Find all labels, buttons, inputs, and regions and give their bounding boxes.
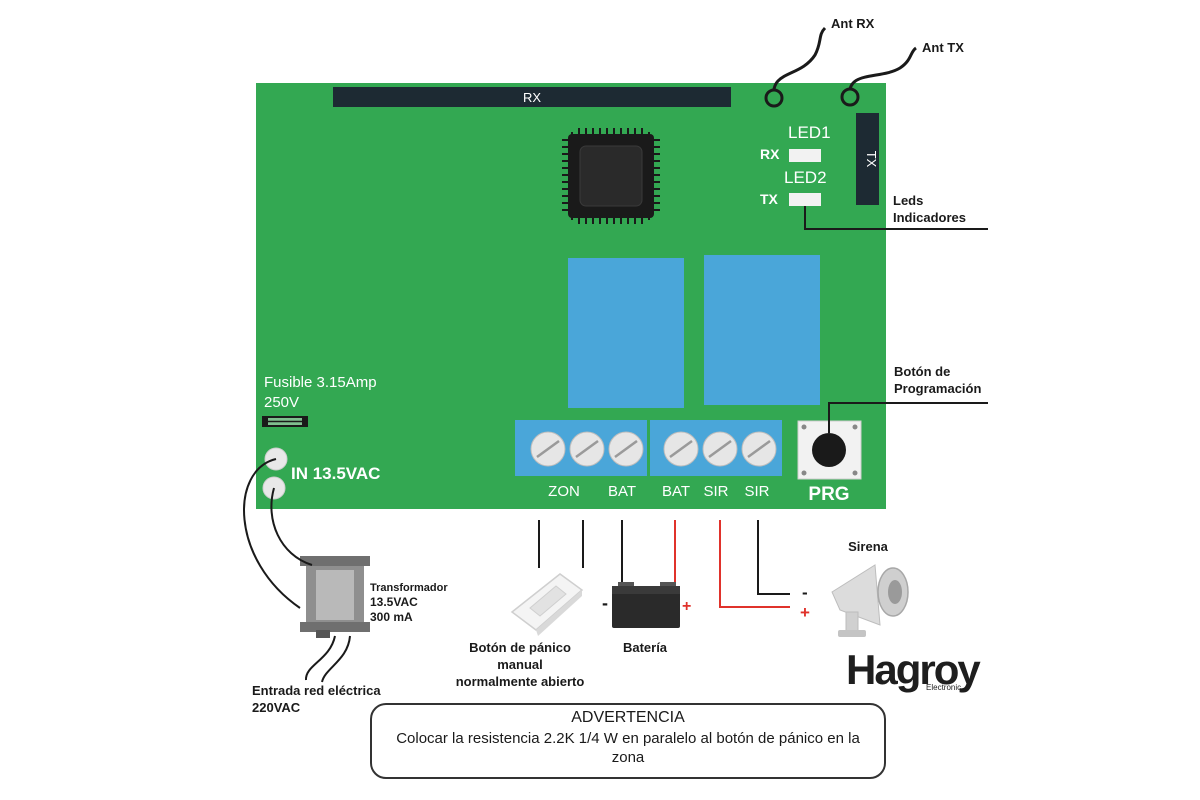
brand-subtitle: Electronic: [926, 683, 962, 692]
led1-label: LED1: [788, 123, 831, 142]
rx-antenna-connector: [764, 88, 784, 108]
wire-sir-negative: [757, 520, 790, 595]
ant-tx-label: Ant TX: [922, 40, 964, 55]
terminal-label-sir-1: SIR: [703, 483, 728, 500]
leds-callout-line1: Leds: [893, 193, 923, 208]
programming-callout-line1: Botón de: [894, 364, 950, 379]
programming-callout-line: [828, 402, 988, 433]
ant-rx-label: Ant RX: [831, 16, 875, 31]
fuse: [262, 416, 308, 427]
mains-label-line1: Entrada red eléctrica: [252, 683, 381, 698]
brand-logo: Hagroy Electronic: [846, 646, 996, 696]
fuse-label-line1: Fusible 3.15Amp: [264, 374, 377, 391]
microcontroller-chip: [562, 128, 660, 224]
transformer-secondary-wire-2: [270, 487, 313, 566]
siren-minus-sign: -: [802, 583, 808, 602]
wire-sir-positive: [719, 520, 790, 608]
programming-button-label: PRG: [808, 484, 849, 505]
tx-strip-label: TX: [864, 151, 879, 168]
brand-name: Hagroy: [846, 646, 981, 693]
led1-sub-label: RX: [760, 146, 780, 162]
siren-label: Sirena: [848, 539, 889, 554]
tx-antenna-strip: [856, 113, 879, 205]
led2-sub-label: TX: [760, 191, 779, 207]
relay-right: [704, 255, 820, 405]
mains-wire-1: [304, 635, 336, 681]
warning-text: Colocar la resistencia 2.2K 1/4 W en par…: [396, 730, 860, 766]
programming-button: [797, 420, 862, 480]
rx-antenna-wire: [772, 26, 827, 99]
panic-callout-line3: normalmente abierto: [456, 674, 585, 689]
terminal-label-sir-2: SIR: [744, 483, 769, 500]
tx-antenna-wire: [848, 46, 917, 98]
battery-minus-sign: -: [602, 593, 608, 613]
terminal-screw: [569, 431, 605, 467]
battery-plus-sign: +: [682, 598, 691, 615]
terminal-screw: [702, 431, 738, 467]
warning-box: ADVERTENCIA Colocar la resistencia 2.2K …: [370, 703, 886, 779]
panic-callout-line2: manual: [497, 657, 543, 672]
battery-label: Batería: [623, 640, 668, 655]
programming-callout-line2: Programación: [894, 381, 981, 396]
led1-indicator: [789, 149, 821, 162]
transformer-secondary-wire-1: [243, 458, 301, 609]
panic-callout-line1: Botón de pánico: [469, 640, 571, 655]
power-input-label: IN 13.5VAC: [291, 464, 380, 483]
warning-title: ADVERTENCIA: [571, 709, 685, 726]
terminal-label-bat-1: BAT: [608, 483, 636, 500]
leds-callout-line2: Indicadores: [893, 210, 966, 225]
rx-antenna-strip: [333, 87, 731, 107]
terminal-screws: [530, 431, 777, 467]
siren: [831, 564, 909, 637]
terminal-label-bat-2: BAT: [662, 483, 690, 500]
siren-plus-sign: +: [800, 603, 810, 622]
mains-wire-2: [321, 635, 351, 683]
rx-strip-label: RX: [523, 90, 541, 105]
terminal-screw: [530, 431, 566, 467]
transformer: [300, 556, 370, 638]
led2-indicator: [789, 193, 821, 206]
battery: [612, 582, 680, 628]
transformer-label-line3: 300 mA: [370, 610, 413, 624]
mains-label-line2: 220VAC: [252, 700, 301, 715]
terminal-screw: [663, 431, 699, 467]
fuse-label-line2: 250V: [264, 394, 299, 411]
tx-antenna-connector: [840, 87, 860, 107]
transformer-label-line2: 13.5VAC: [370, 595, 418, 609]
terminal-label-zon: ZON: [548, 483, 580, 500]
terminal-screw: [608, 431, 644, 467]
leds-callout-line: [804, 206, 988, 230]
relay-left: [568, 258, 684, 408]
transformer-label-line1: Transformador: [370, 582, 448, 594]
terminal-screw: [741, 431, 777, 467]
led2-label: LED2: [784, 168, 827, 187]
panic-button: [510, 573, 584, 636]
